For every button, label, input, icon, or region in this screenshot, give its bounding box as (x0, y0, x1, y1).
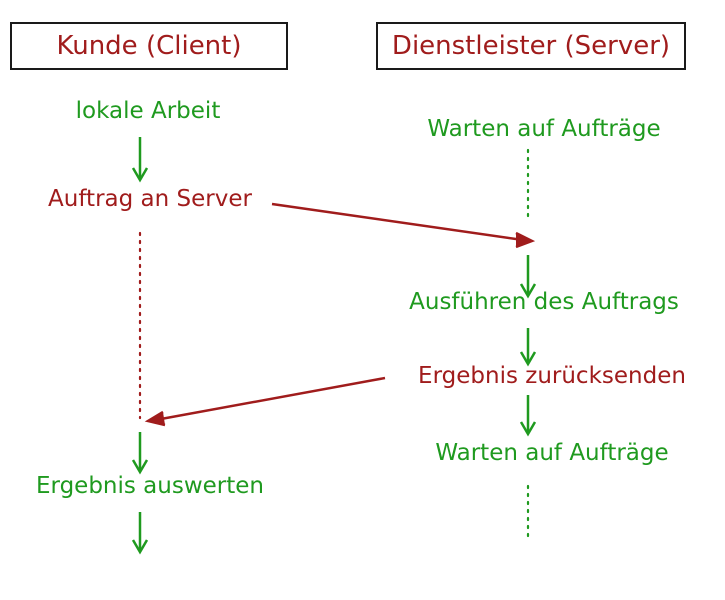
client-step-local-work: lokale Arbeit (75, 98, 221, 124)
client-header-box: Kunde (Client) (10, 22, 288, 70)
server-step-wait-1: Warten auf Aufträge (427, 116, 661, 142)
client-header-label: Kunde (Client) (56, 31, 242, 61)
server-arrow-3 (519, 395, 537, 437)
server-header-box: Dienstleister (Server) (376, 22, 686, 70)
server-header-label: Dienstleister (Server) (391, 31, 671, 61)
server-step-wait-2: Warten auf Aufträge (435, 440, 669, 466)
request-arrow (271, 202, 536, 249)
server-step-send-result: Ergebnis zurücksenden (418, 363, 686, 389)
client-step-request: Auftrag an Server (48, 186, 252, 212)
server-arrow-2 (519, 328, 537, 367)
client-arrow-3 (131, 512, 149, 555)
server-arrow-1 (519, 255, 537, 299)
client-step-evaluate: Ergebnis auswerten (35, 473, 265, 499)
client-arrow-1 (131, 137, 149, 183)
server-step-execute: Ausführen des Auftrags (409, 289, 679, 315)
result-arrow (144, 376, 386, 427)
client-arrow-2 (131, 432, 149, 475)
